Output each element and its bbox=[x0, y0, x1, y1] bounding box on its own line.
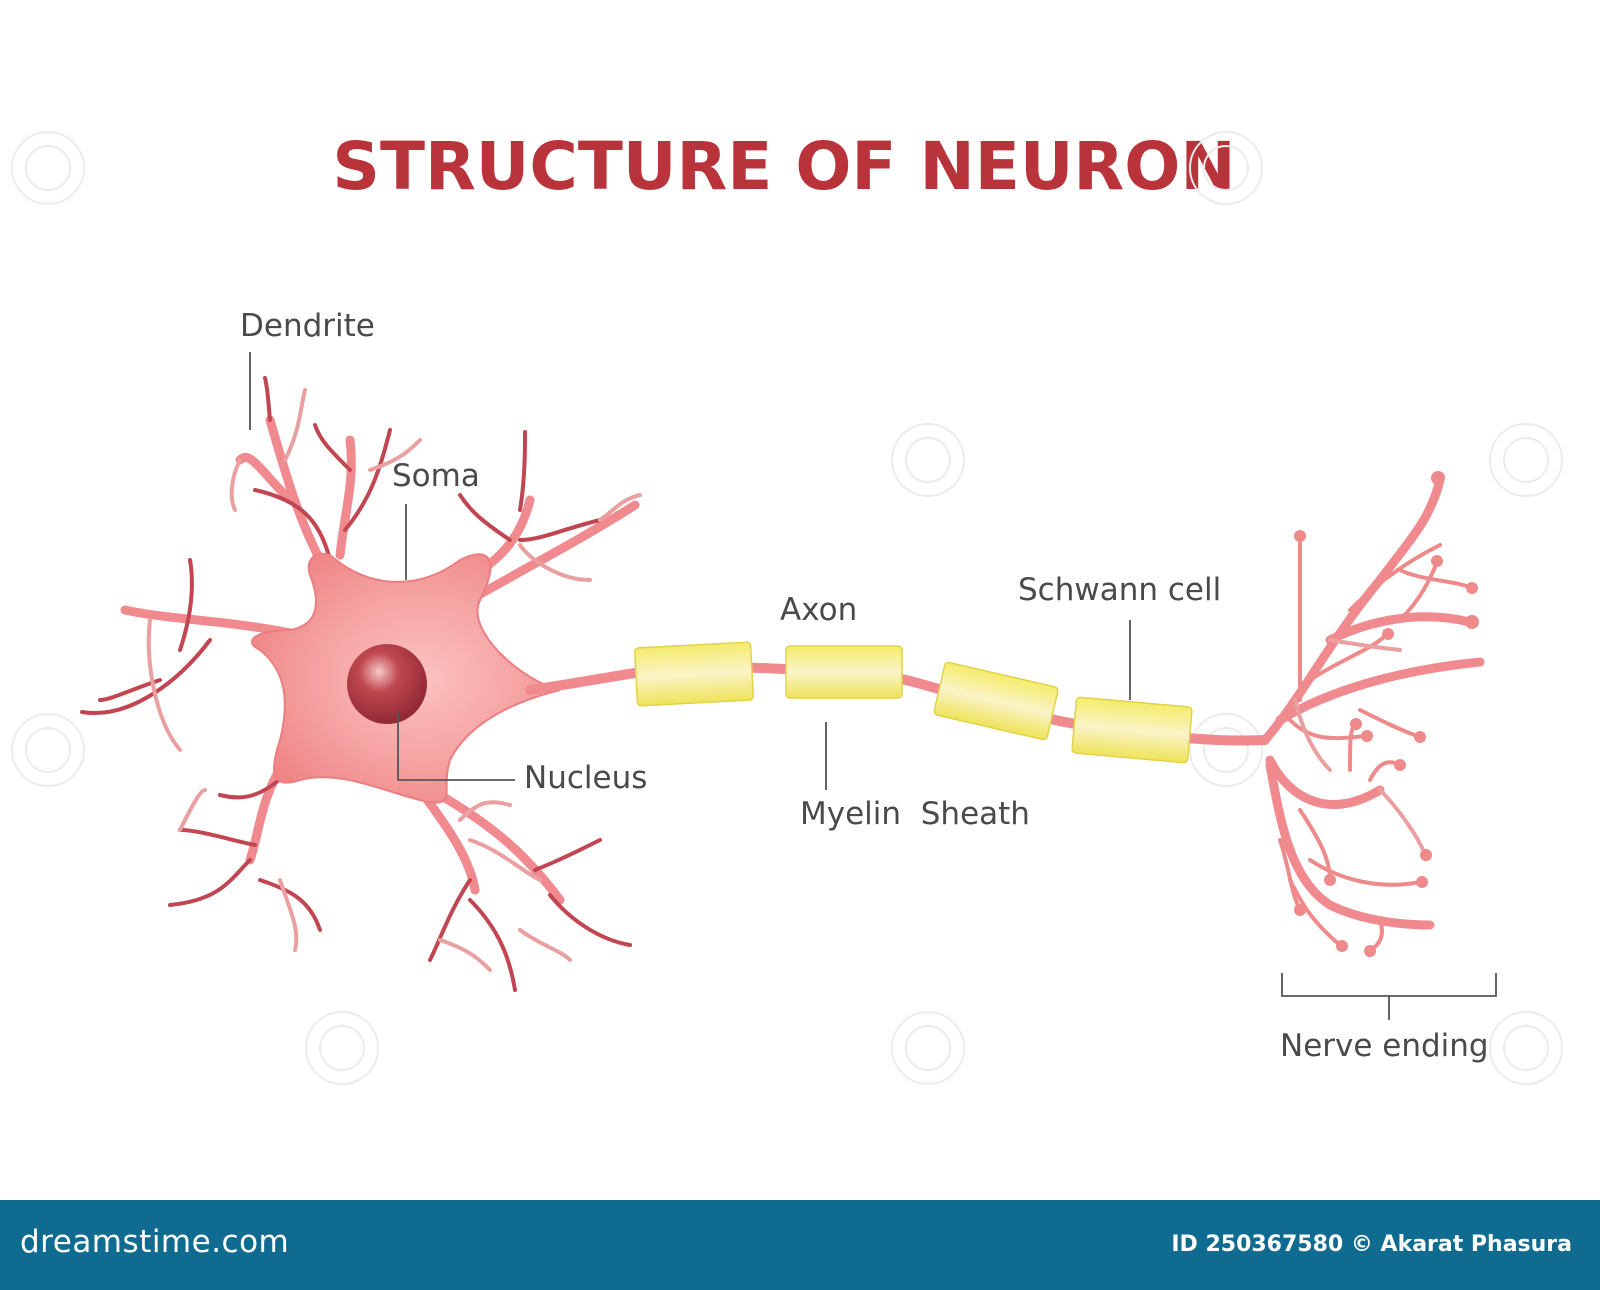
nerve-endings bbox=[1260, 471, 1485, 957]
nucleus-leader bbox=[397, 712, 515, 781]
neuron-diagram: STRUCTURE OF NEURON bbox=[11, 128, 1563, 1085]
diagram-title: STRUCTURE OF NEURON bbox=[332, 128, 1236, 205]
label-schwann-cell: Schwann cell bbox=[1018, 572, 1222, 608]
neuron-illustration bbox=[11, 131, 1563, 1085]
nerve-ending-bracket bbox=[1281, 973, 1497, 997]
myelin-segment-3 bbox=[933, 661, 1059, 741]
myelin-segment-1 bbox=[634, 641, 754, 707]
footer-credit: ID 250367580 © Akarat Phasura bbox=[1171, 1232, 1572, 1257]
label-nerve-ending: Nerve ending bbox=[1280, 1028, 1489, 1064]
footer-bar: dreamstime.com ID 250367580 © Akarat Pha… bbox=[0, 1200, 1600, 1290]
label-axon: Axon bbox=[780, 592, 858, 628]
label-dendrite: Dendrite bbox=[240, 308, 375, 344]
leader-lines bbox=[249, 352, 1497, 1020]
myelin-segment-2 bbox=[785, 645, 903, 699]
watermark-group bbox=[11, 131, 1563, 1085]
label-nucleus: Nucleus bbox=[524, 760, 648, 796]
nucleus bbox=[347, 644, 427, 724]
myelin-segment-4 bbox=[1071, 696, 1193, 764]
myelin-segments bbox=[634, 641, 1193, 764]
footer-logo: dreamstime.com bbox=[20, 1224, 290, 1260]
label-myelin-sheath: Myelin Sheath bbox=[800, 796, 1030, 832]
label-soma: Soma bbox=[392, 458, 480, 494]
